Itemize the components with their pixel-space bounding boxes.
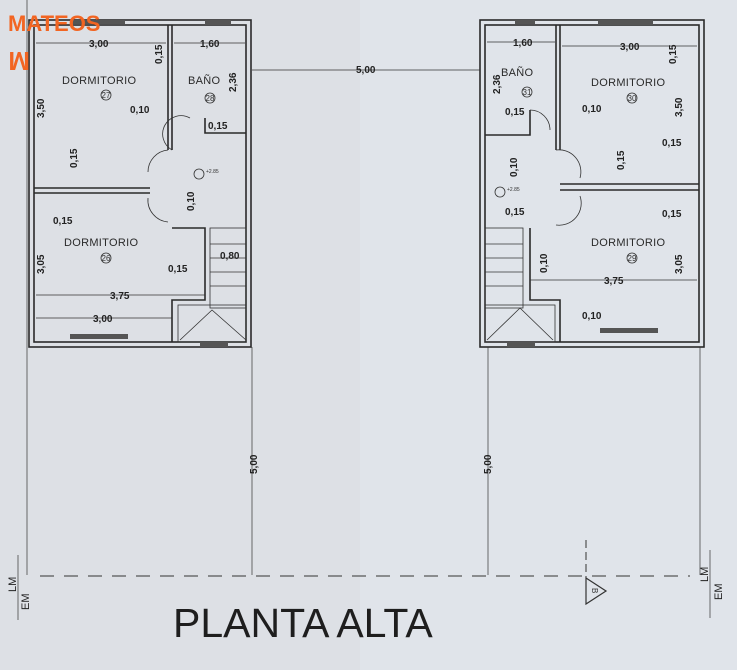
room-number: 27 [102,91,111,100]
dimension-yard-left: 5,00 [249,454,260,474]
dimension: 0,15 [662,209,682,220]
dimension: 1,60 [200,39,220,50]
section-marker: B [585,576,608,606]
room-number: 28 [206,94,215,103]
lm-label: LM [7,577,19,592]
left-unit-labels: DORMITORIO 27 BAÑO 28 DORMITORIO 26 3,00… [36,39,240,325]
dimension: 0,10 [539,253,550,273]
dimension-lines [36,41,697,319]
dimension: 0,10 [130,105,150,116]
dimension: 3,05 [674,254,685,274]
dimension: 3,00 [620,42,640,53]
em-label: EM [713,584,725,601]
dimension: 3,75 [110,291,130,302]
lot-lines [26,0,701,600]
dimension: 3,05 [36,254,47,274]
dimension: 0,80 [220,251,240,262]
level-marker: +2.85 [507,187,520,193]
dimension: 0,15 [154,44,165,64]
dimension: 3,75 [604,276,624,287]
dimension: 0,15 [505,107,525,118]
dimension: 0,15 [53,216,73,227]
dimension: 0,10 [509,157,520,177]
logo-mark: M [8,46,30,76]
logo: MATEOS M [8,11,100,76]
room-number: 30 [628,94,637,103]
room-name: BAÑO [188,74,221,87]
level-marker-icon [193,168,205,180]
dimension: 3,50 [36,98,47,118]
dimension: 0,10 [582,104,602,115]
em-label: EM [20,594,32,611]
dimension: 3,50 [674,97,685,117]
room-name: DORMITORIO [62,75,136,87]
dimension: 0,15 [168,264,188,275]
dimension-between-units: 5,00 [356,65,376,76]
room-number: 29 [628,254,637,263]
dimension: 2,36 [492,74,503,94]
dimension: 0,15 [668,44,679,64]
plan-title: PLANTA ALTA [173,600,433,646]
dimension-yard-right: 5,00 [483,454,494,474]
room-number: 26 [102,254,111,263]
lm-label: LM [699,567,711,582]
level-marker-icon [494,186,506,198]
room-number: 31 [523,88,532,97]
dimension: 0,15 [662,138,682,149]
level-marker: +2.85 [206,169,219,175]
dimension: 0,15 [208,121,228,132]
dimension: 0,15 [69,148,80,168]
dimension: 1,60 [513,38,533,49]
room-name: DORMITORIO [591,237,665,249]
left-unit-walls [28,19,252,348]
dimension: 0,15 [616,150,627,170]
dimension: 0,15 [505,207,525,218]
right-unit-walls [479,19,705,348]
room-name: BAÑO [501,66,534,79]
right-unit-labels: BAÑO 31 DORMITORIO 30 DORMITORIO 29 1,60… [492,38,685,322]
line-markers: LM EM LM EM [7,550,725,620]
dimension: 0,10 [186,191,197,211]
logo-text: MATEOS [8,11,100,36]
room-name: DORMITORIO [64,237,138,249]
dimension: 0,10 [582,311,602,322]
dimension: 3,00 [93,314,113,325]
section-marker-label: B [590,588,599,593]
dimension: 3,00 [89,39,109,50]
dimension: 2,36 [228,72,239,92]
room-name: DORMITORIO [591,77,665,89]
